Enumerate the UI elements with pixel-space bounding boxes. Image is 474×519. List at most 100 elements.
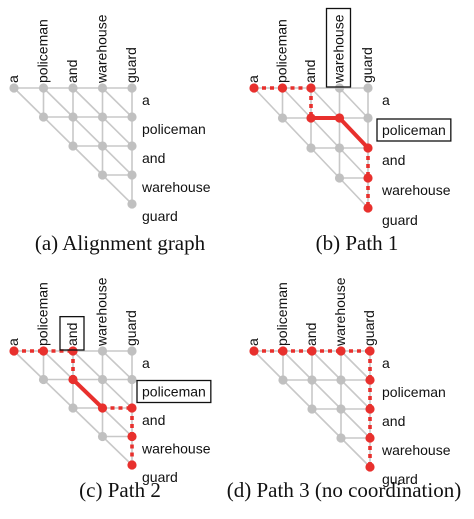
top-word: and xyxy=(302,60,318,83)
grid-node xyxy=(334,173,345,183)
right-word: warehouse xyxy=(141,179,211,195)
path-node xyxy=(306,83,316,93)
grid-node xyxy=(38,83,49,93)
grid-node xyxy=(127,199,137,209)
grid-node xyxy=(336,433,346,443)
grid-node xyxy=(38,374,49,385)
grid-edge xyxy=(101,145,133,176)
grid-edge xyxy=(281,117,312,149)
grid-node xyxy=(127,83,137,93)
right-word: a xyxy=(142,355,150,371)
right-word: a xyxy=(382,355,390,371)
grid-node xyxy=(97,141,108,151)
grid-node xyxy=(127,374,137,385)
grid-node xyxy=(336,375,346,385)
right-word: policeman xyxy=(142,121,206,137)
grid-node xyxy=(363,83,373,93)
grid-edge xyxy=(101,87,133,118)
grid-edge xyxy=(42,378,74,409)
grid-edge xyxy=(42,116,74,147)
right-word: warehouse xyxy=(381,442,451,458)
grid-edge xyxy=(42,350,74,381)
grid-edge xyxy=(72,407,104,438)
grid-node xyxy=(68,403,78,413)
top-word: and xyxy=(303,323,319,346)
right-word: guard xyxy=(142,208,178,224)
path-node xyxy=(97,403,108,413)
path-node xyxy=(277,83,288,93)
top-word: warehouse xyxy=(94,277,110,347)
right-word: policeman xyxy=(382,384,446,400)
top-word: guard xyxy=(361,310,377,346)
alignment-path xyxy=(254,349,372,467)
grid-node xyxy=(127,112,137,122)
right-word: and xyxy=(382,413,405,429)
grid-edge xyxy=(101,116,133,147)
grid-node xyxy=(97,170,108,180)
grid-edge xyxy=(311,408,342,439)
grid-edge xyxy=(101,350,133,381)
grid-node xyxy=(68,112,78,122)
path-node xyxy=(365,346,375,356)
grid-edge xyxy=(282,379,313,410)
right-word: a xyxy=(142,92,150,108)
path-node xyxy=(127,431,137,442)
grid-edge xyxy=(310,87,341,119)
grid-nodes xyxy=(249,346,375,472)
panel-caption: (d) Path 3 (no coordination) xyxy=(227,478,461,502)
grid-node xyxy=(336,404,346,414)
grid-edge xyxy=(101,407,133,438)
grid-edge xyxy=(338,87,369,119)
top-word: a xyxy=(5,75,21,83)
grid-edge xyxy=(101,435,133,466)
path-node xyxy=(127,460,137,470)
top-word: and xyxy=(64,60,80,83)
path-node xyxy=(363,143,373,153)
path-edge-solid xyxy=(71,378,104,410)
grid-node xyxy=(334,143,345,153)
top-word: policeman xyxy=(274,19,290,83)
right-word-highlight-box xyxy=(376,118,452,142)
grid-edge xyxy=(42,87,74,118)
top-word: guard xyxy=(123,310,139,346)
panel-caption: (b) Path 1 xyxy=(316,231,399,255)
grid-nodes xyxy=(249,83,373,213)
right-word: and xyxy=(382,152,405,168)
grid-edge xyxy=(340,408,371,439)
grid-edge xyxy=(311,350,342,381)
grid-node xyxy=(307,404,317,414)
right-word: policeman xyxy=(142,384,206,400)
top-word: policeman xyxy=(35,19,51,83)
grid-edge xyxy=(338,177,369,209)
grid-edge xyxy=(281,87,312,119)
alignment-path xyxy=(254,86,370,208)
path-node xyxy=(363,203,373,213)
top-word-highlight-box xyxy=(59,315,85,351)
panel-caption: (c) Path 2 xyxy=(79,478,161,502)
right-word: guard xyxy=(382,212,418,228)
top-word: warehouse xyxy=(331,14,347,84)
top-word-highlight-box xyxy=(325,7,352,88)
path-node xyxy=(363,173,373,183)
grid-node xyxy=(97,346,108,356)
grid-node xyxy=(307,375,317,385)
right-word: and xyxy=(142,412,165,428)
grid-node xyxy=(97,112,108,122)
grid-node xyxy=(334,83,345,93)
path-node xyxy=(249,346,259,356)
path-node xyxy=(38,346,49,356)
right-word: a xyxy=(382,92,390,108)
top-word: warehouse xyxy=(332,277,348,347)
grid-edge xyxy=(72,87,104,118)
grid-node xyxy=(97,83,108,93)
path-node xyxy=(9,346,19,356)
top-word: policeman xyxy=(274,282,290,346)
path-node xyxy=(307,346,317,356)
top-word: guard xyxy=(359,47,375,83)
right-word: guard xyxy=(382,471,418,487)
grid-edge xyxy=(72,116,104,147)
alignment-path xyxy=(14,349,134,465)
path-node xyxy=(278,346,288,356)
